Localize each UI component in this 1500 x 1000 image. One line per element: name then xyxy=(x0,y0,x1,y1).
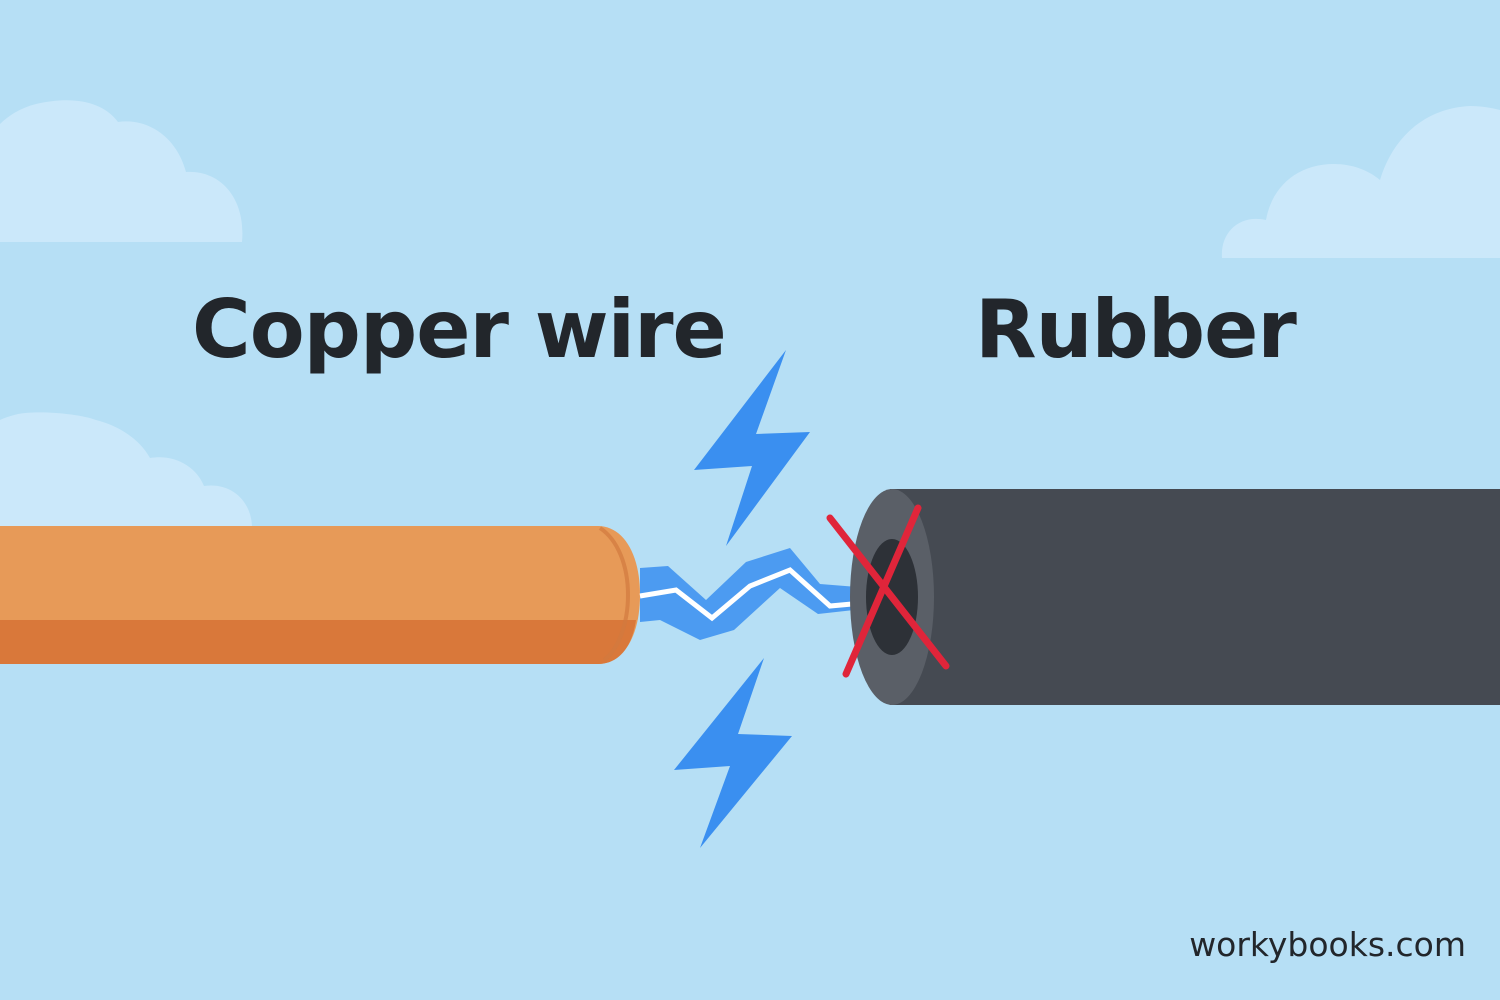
cloud-icon xyxy=(0,100,243,242)
cloud-icon xyxy=(0,412,252,528)
lightning-bolt-icon xyxy=(694,350,810,546)
red-x-icon xyxy=(826,504,950,678)
rubber-label: Rubber xyxy=(975,283,1297,376)
copper-wire xyxy=(0,526,640,664)
copper-wire-label: Copper wire xyxy=(192,283,727,376)
lightning-bolt-icon xyxy=(674,658,792,848)
rubber-cylinder xyxy=(850,489,1500,705)
watermark: workybooks.com xyxy=(1189,925,1466,964)
cloud-icon xyxy=(1221,106,1500,258)
